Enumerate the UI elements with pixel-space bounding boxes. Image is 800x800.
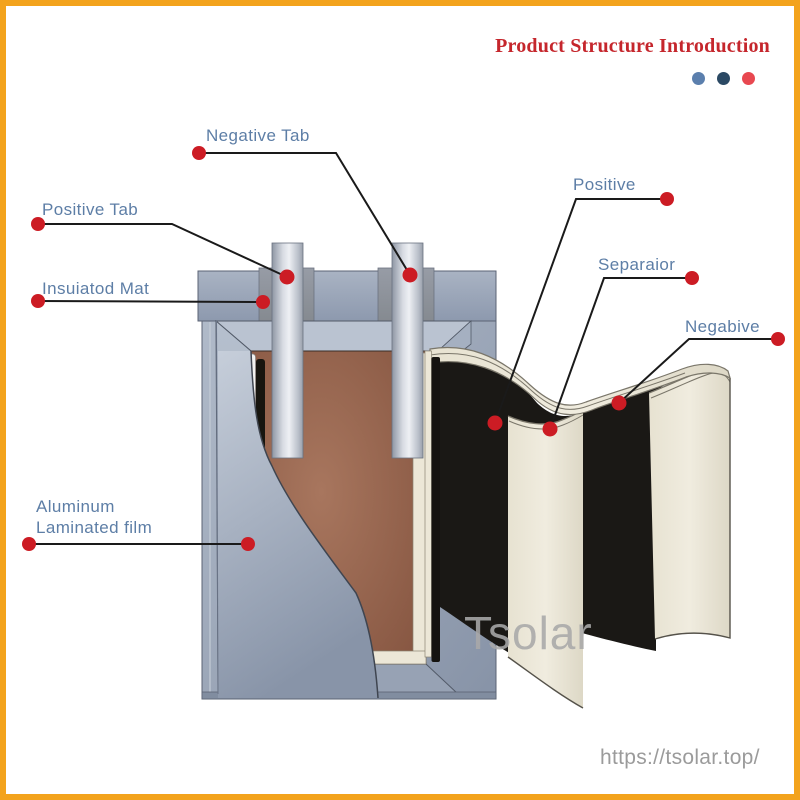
separator-band-middle <box>508 410 583 708</box>
leader-positive <box>494 198 667 424</box>
separator-band-right <box>649 367 730 639</box>
label-positive: Positive <box>573 175 636 194</box>
label-negative: Negabive <box>685 317 761 336</box>
marker-dot <box>660 192 674 206</box>
marker-dot <box>487 415 503 431</box>
film-flap <box>218 351 378 698</box>
leader-negative-tab <box>199 152 411 276</box>
label-aluminum-film: Aluminum Laminated film <box>36 496 152 538</box>
footer-url: https://tsolar.top/ <box>600 746 760 769</box>
marker-dot <box>402 267 418 283</box>
layer-stack <box>424 346 731 709</box>
label-aluminum-film-line1: Aluminum <box>36 497 115 516</box>
marker-dot <box>31 217 45 231</box>
pouch-top-seal <box>197 270 497 322</box>
marker-dot <box>22 537 36 551</box>
leader-negative <box>618 338 778 404</box>
marker-dot <box>31 294 45 308</box>
marker-dot <box>611 395 627 411</box>
page-title: Product Structure Introduction <box>495 35 770 57</box>
leader-lines <box>29 152 778 545</box>
stack-front-separator-edge <box>424 350 432 658</box>
marker-dot <box>685 271 699 285</box>
separator-drape-line <box>429 353 686 410</box>
marker-dots <box>22 146 785 551</box>
stack-front-electrode-edge <box>431 357 440 662</box>
leader-insulated-mat <box>37 300 264 303</box>
battery-structure-diagram <box>22 146 785 709</box>
leader-separator <box>549 277 692 430</box>
dot-navy-icon <box>717 72 730 85</box>
label-positive-tab: Positive Tab <box>42 200 139 219</box>
negative-electrode-sheets <box>439 356 684 658</box>
label-insulated-mat: Insuiatod Mat <box>42 279 150 298</box>
label-aluminum-film-line2: Laminated film <box>36 518 153 537</box>
pouch-cell <box>197 242 497 700</box>
label-negative-tab: Negative Tab <box>206 126 310 145</box>
frame-line-outer <box>216 320 219 695</box>
separator-right-edge <box>654 378 731 640</box>
marker-dot <box>192 146 206 160</box>
marker-dot <box>542 421 558 437</box>
label-separator: Separaior <box>598 255 676 274</box>
separator-edge-line2 <box>508 414 584 430</box>
leader-positive-tab <box>38 223 288 278</box>
watermark-text: Tsolar <box>464 607 593 659</box>
film-flap-edge <box>250 350 379 699</box>
title-dots <box>692 72 755 85</box>
marker-dot <box>279 269 295 285</box>
dot-blue-icon <box>692 72 705 85</box>
dot-red-icon <box>742 72 755 85</box>
separator-bottom-edge <box>507 656 584 709</box>
inner-frame-top <box>214 320 473 352</box>
marker-dot <box>241 537 255 551</box>
marker-dot <box>771 332 785 346</box>
marker-dot <box>256 295 270 309</box>
